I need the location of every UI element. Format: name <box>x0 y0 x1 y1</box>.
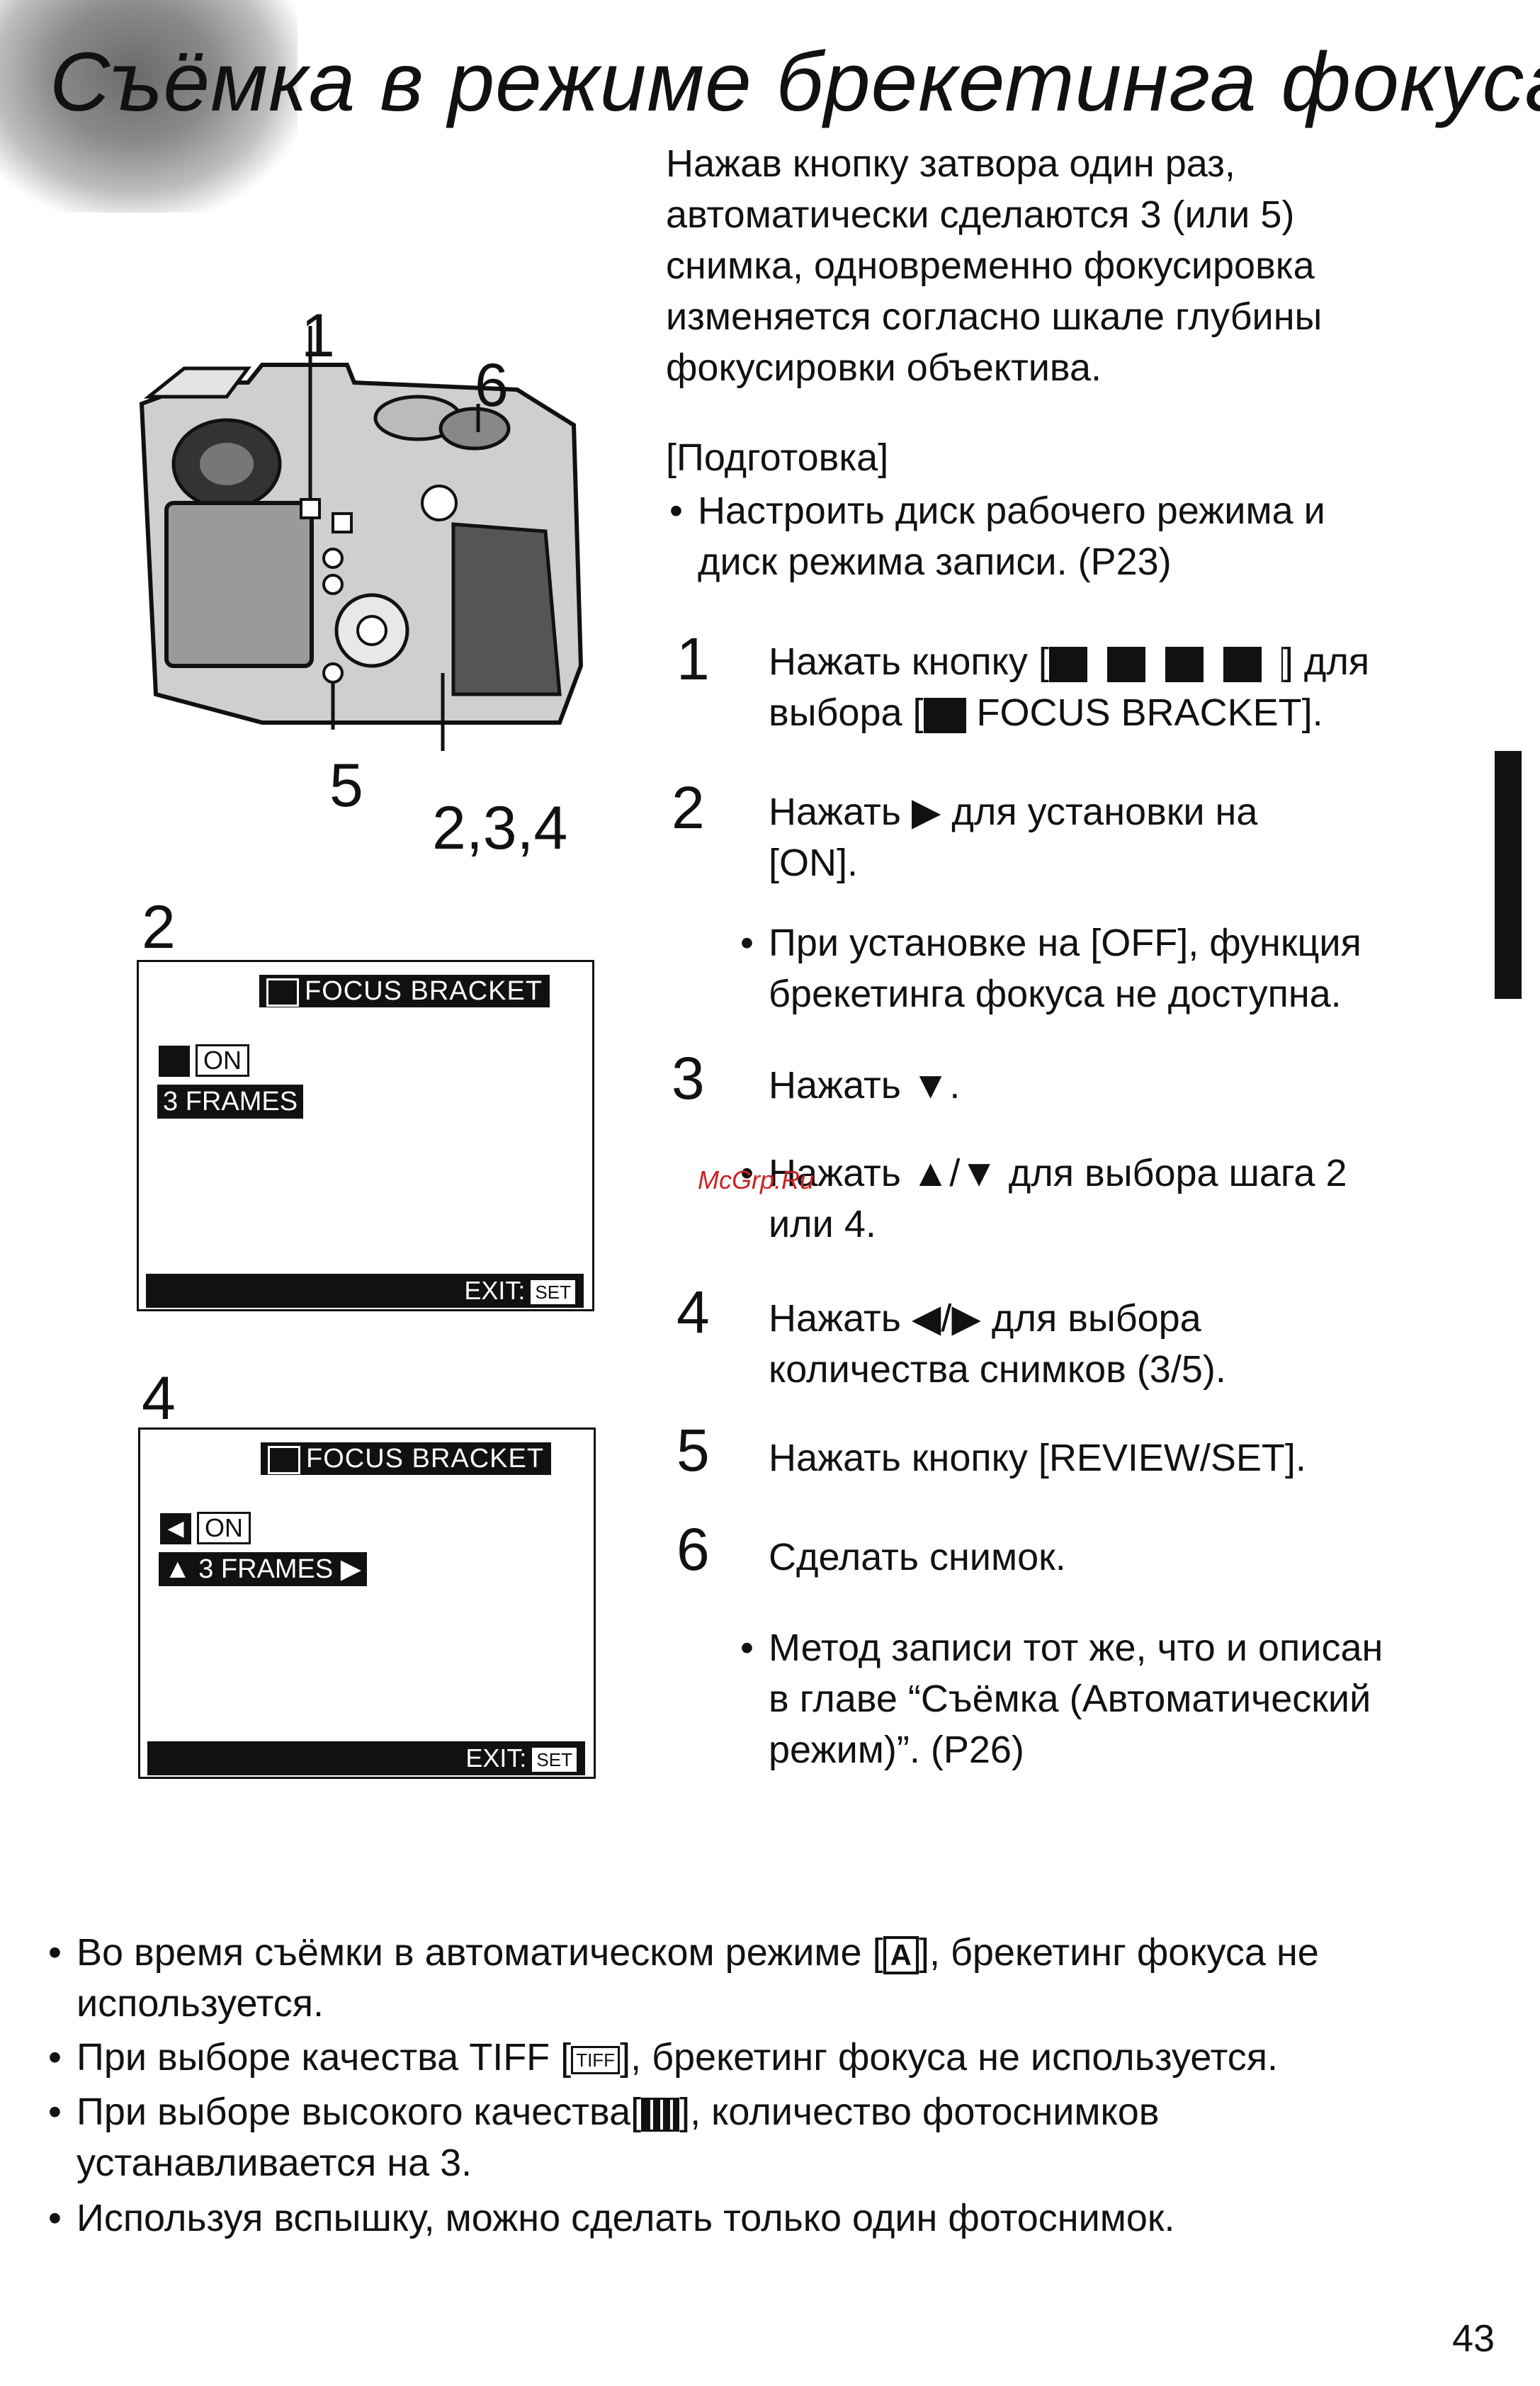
step-3-number: 3 <box>672 1045 705 1112</box>
button-5 <box>322 662 344 684</box>
tiff-quality-icon: TIFF <box>571 2045 621 2074</box>
title-decoration <box>0 0 298 213</box>
callout-2-3-4: 2,3,4 <box>432 794 568 862</box>
review-set-button <box>356 615 387 646</box>
up-down-arrow-icon: ▲ <box>164 1554 191 1584</box>
camera-grip <box>451 522 562 696</box>
prep-heading: [Подготовка] <box>666 436 889 479</box>
screen-2-frames: 3 FRAMES <box>157 1085 304 1119</box>
step-4-number: 4 <box>676 1279 710 1345</box>
step-2-note: При установке на [OFF], функция брекетин… <box>740 917 1361 1019</box>
right-arrow-icon: ▶ <box>340 1554 362 1584</box>
note-3: При выборе высокого качества[], количест… <box>48 2086 1479 2188</box>
watermark: McGrp.Ru <box>698 1165 815 1194</box>
set-button-icon: SET <box>531 1746 578 1774</box>
lcd-screen <box>164 501 314 668</box>
button-1 <box>300 498 321 519</box>
screen-2: FOCUS BRACKET ON 3 FRAMES EXIT:SET <box>137 960 594 1311</box>
focus-bracket-icon <box>923 697 966 733</box>
callout-6: 6 <box>475 351 509 419</box>
screen-4-title: FOCUS BRACKET <box>261 1442 552 1475</box>
screen-2-on: ON <box>196 1044 249 1077</box>
viewfinder-lens <box>200 443 254 485</box>
screen-2-exit: EXIT:SET <box>146 1274 584 1308</box>
note-1: Во время съёмки в автоматическом режиме … <box>48 1927 1479 2029</box>
step-5-number: 5 <box>676 1417 710 1483</box>
screen-2-label: 2 <box>142 893 176 961</box>
callout-5: 5 <box>329 752 363 820</box>
auto-mode-icon: A <box>883 1935 919 1974</box>
step-6-note: Метод записи тот же, что и описан в глав… <box>740 1622 1383 1775</box>
step-2-number: 2 <box>672 774 705 841</box>
callout-1: 1 <box>301 302 335 370</box>
step-3-text: Нажать ▼. <box>769 1064 961 1107</box>
exposure-bracket-icons <box>1048 646 1283 682</box>
screen-4-frames: ▲ 3 FRAMES ▶ <box>159 1552 368 1586</box>
step-6-text: Сделать снимок. <box>769 1536 1066 1578</box>
step-5-text: Нажать кнопку [REVIEW/SET]. <box>769 1437 1306 1479</box>
note-4: Используя вспышку, можно сделать только … <box>48 2193 1479 2244</box>
high-quality-icon <box>641 2097 680 2132</box>
page-title: Съёмка в режиме брекетинга фокуса <box>50 35 1540 129</box>
screen-4-label: 4 <box>142 1364 176 1432</box>
screen-2-title: FOCUS BRACKET <box>259 975 550 1007</box>
camera-illustration <box>139 326 584 751</box>
step-1-number: 1 <box>676 626 710 692</box>
section-tab-marker <box>1495 751 1522 999</box>
screen-4-exit: EXIT:SET <box>147 1741 585 1775</box>
focus-bracket-icon <box>266 978 299 1007</box>
camera-flash <box>143 366 251 399</box>
screen-4: FOCUS BRACKET ◀ ON ▲ 3 FRAMES ▶ EXIT:SET <box>138 1427 596 1779</box>
page-number: 43 <box>1452 2317 1495 2360</box>
set-button-icon: SET <box>529 1279 577 1306</box>
step-1-text: Нажать кнопку [] для выбора [ FOCUS BRAC… <box>769 640 1370 734</box>
intro-paragraph: Нажав кнопку затвора один раз, автоматич… <box>666 142 1323 389</box>
step-3-note: Нажать ▲/▼ для выбора шага 2 или 4. <box>740 1148 1347 1250</box>
screen-4-on: ON <box>197 1512 251 1544</box>
focus-bracket-icon <box>268 1445 300 1474</box>
prep-bullet: Настроить диск рабочего режима и диск ре… <box>669 485 1325 587</box>
note-2: При выборе качества TIFF [TIFF], брекети… <box>48 2032 1479 2083</box>
left-arrow-icon: ◀ <box>160 1513 191 1544</box>
step-6-number: 6 <box>676 1516 710 1583</box>
step-2-text: Нажать ▶ для установки на [ON]. <box>769 791 1258 884</box>
bracket-icon <box>159 1046 190 1077</box>
step-4-text: Нажать ◀/▶ для выбора количества снимков… <box>769 1297 1226 1391</box>
shutter-button <box>438 407 511 451</box>
